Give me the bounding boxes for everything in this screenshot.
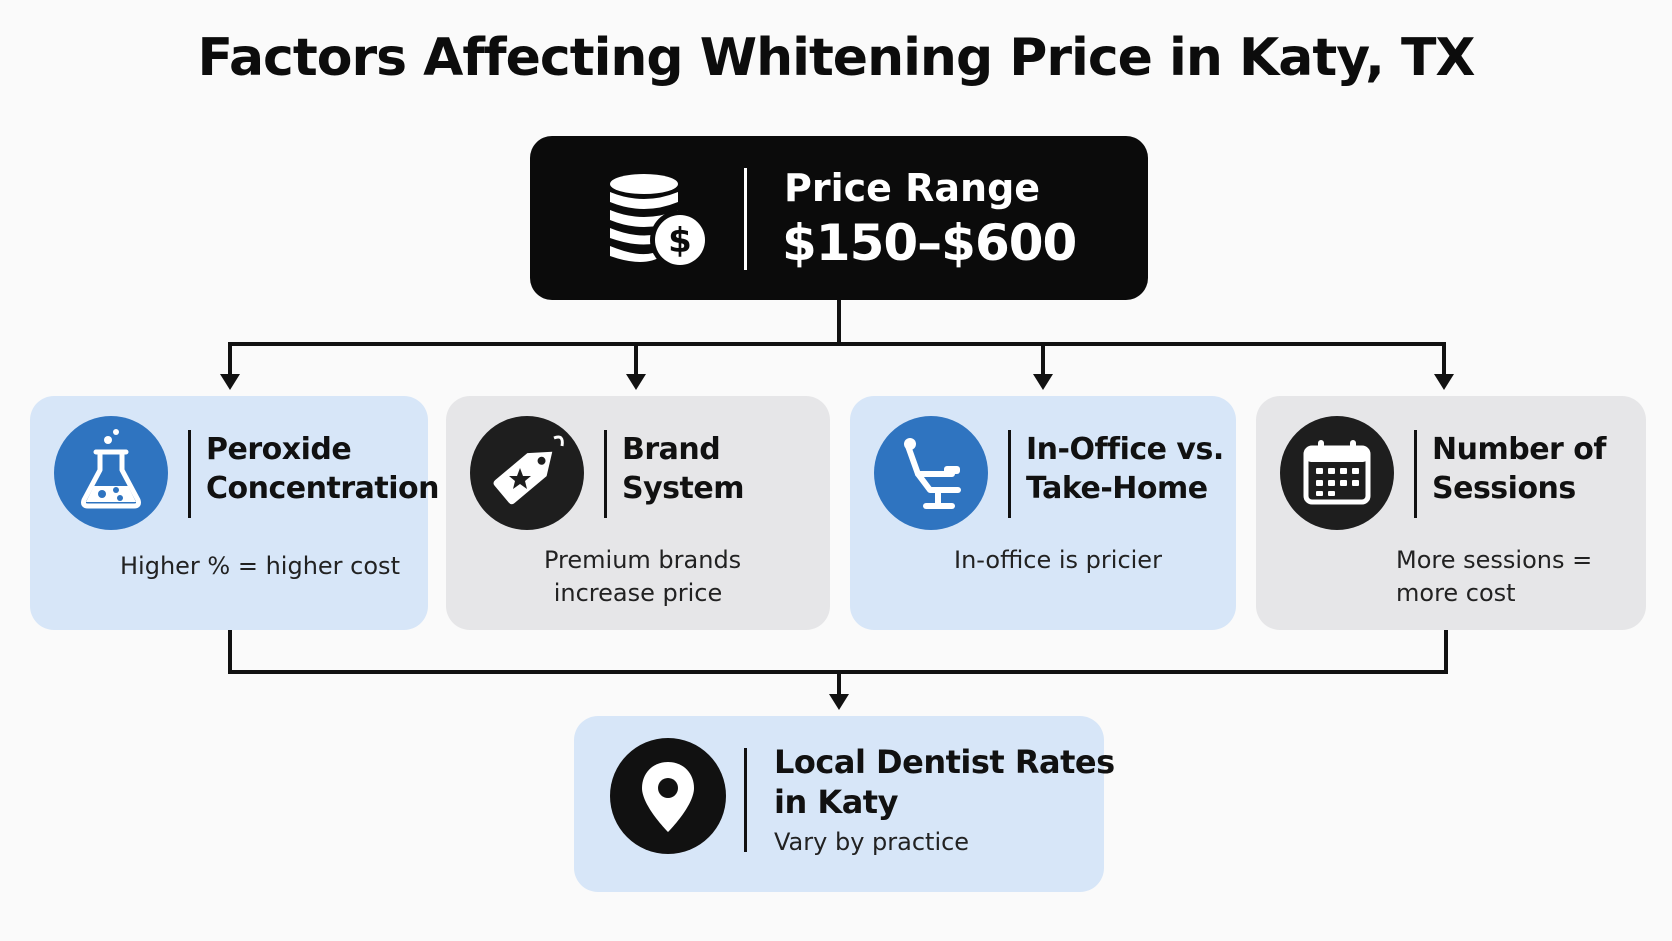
svg-text:$: $ [668, 221, 692, 261]
price-range-box: $ Price Range $150–$600 [530, 136, 1148, 300]
price-tag-icon [470, 416, 584, 530]
price-range-label: Price Range [784, 166, 1041, 210]
factor-card-brand: Brand System Premium brands increase pri… [446, 396, 830, 630]
factor-heading: Brand System [622, 432, 744, 506]
local-divider [744, 748, 747, 852]
coins-dollar-icon: $ [602, 164, 712, 274]
factor-card-in-office: In-Office vs. Take-Home In-office is pri… [850, 396, 1236, 630]
factor-description: Premium brands increase price [544, 546, 742, 607]
price-divider [744, 168, 747, 270]
calendar-icon [1280, 416, 1394, 530]
card-divider [188, 430, 191, 518]
factor-heading: In-Office vs. Take-Home [1026, 432, 1224, 506]
dental-chair-icon [874, 416, 988, 530]
factor-description: In-office is pricier [954, 546, 1162, 574]
factor-card-peroxide: Peroxide Concentration Higher % = higher… [30, 396, 439, 630]
price-range-value: $150–$600 [782, 214, 1077, 272]
factor-heading: Peroxide Concentration [206, 432, 439, 506]
factor-heading: Number of Sessions [1432, 432, 1606, 506]
card-divider [1414, 430, 1417, 518]
diagram-title: Factors Affecting Whitening Price in Kat… [197, 28, 1475, 88]
arrowhead-sessions [1434, 374, 1454, 390]
factor-card-sessions: Number of Sessions More sessions = more … [1256, 396, 1646, 630]
arrowhead-brand [626, 374, 646, 390]
factor-description: More sessions = more cost [1396, 546, 1593, 607]
factor-description: Higher % = higher cost [120, 552, 400, 580]
local-description: Vary by practice [774, 828, 970, 856]
location-pin-icon [610, 738, 726, 854]
local-rates-box: Local Dentist Rates in Katy Vary by prac… [574, 716, 1115, 892]
arrowhead-local [829, 694, 849, 710]
arrowhead-peroxide [220, 374, 240, 390]
card-divider [604, 430, 607, 518]
local-heading: Local Dentist Rates in Katy [774, 743, 1115, 821]
arrowhead-office [1033, 374, 1053, 390]
flask-icon [54, 416, 168, 530]
card-divider [1008, 430, 1011, 518]
